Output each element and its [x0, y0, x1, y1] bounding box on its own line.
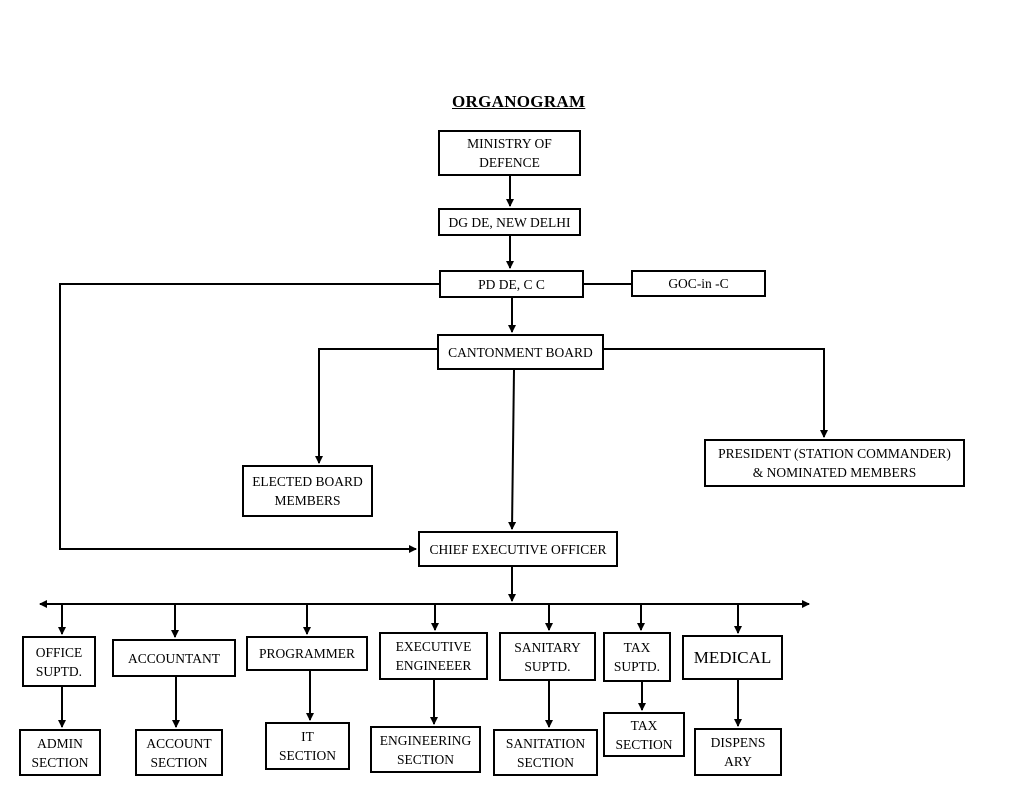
- node-office-suptd: OFFICE SUPTD.: [22, 636, 96, 687]
- arrow-pdde-ceo: [59, 283, 439, 553]
- node-programmer: PROGRAMMER: [246, 636, 368, 671]
- node-label: SANITATION SECTION: [505, 735, 586, 770]
- node-cantonment-board: CANTONMENT BOARD: [437, 334, 604, 370]
- node-label: ENGINEERING SECTION: [379, 732, 472, 767]
- node-label: OFFICE SUPTD.: [35, 644, 83, 679]
- node-admin-section: ADMIN SECTION: [19, 729, 101, 776]
- node-dispensary: DISPENS ARY: [694, 728, 782, 776]
- node-label: EXECUTIVE ENGINEEER: [395, 639, 472, 673]
- node-label: SANITARY SUPTD.: [514, 639, 581, 674]
- node-label: PROGRAMMER: [258, 646, 356, 661]
- node-president: PRESIDENT (STATION COMMANDER) & NOMINATE…: [704, 439, 965, 487]
- node-dg-de: DG DE, NEW DELHI: [438, 208, 581, 236]
- arrow-board-elected: [315, 348, 437, 464]
- node-label: PRESIDENT (STATION COMMANDER) & NOMINATE…: [718, 446, 951, 480]
- node-tax-section: TAX SECTION: [603, 712, 685, 757]
- node-label: DISPENS ARY: [710, 735, 766, 769]
- node-chief-executive-officer: CHIEF EXECUTIVE OFFICER: [418, 531, 618, 567]
- node-medical: MEDICAL: [682, 635, 783, 680]
- node-label: ELECTED BOARD MEMBERS: [252, 474, 363, 508]
- node-label: ACCOUNT SECTION: [146, 735, 212, 770]
- arrow-board-ceo: [508, 369, 517, 530]
- node-label: CANTONMENT BOARD: [448, 344, 593, 360]
- node-sanitary-suptd: SANITARY SUPTD.: [499, 632, 596, 681]
- node-it-section: IT SECTION: [265, 722, 350, 770]
- node-label: MINISTRY OF DEFENCE: [467, 136, 552, 170]
- node-label: ADMIN SECTION: [31, 735, 89, 770]
- node-tax-suptd: TAX SUPTD.: [603, 632, 671, 682]
- node-label: MEDICAL: [693, 648, 772, 667]
- node-executive-engineer: EXECUTIVE ENGINEEER: [379, 632, 488, 680]
- node-label: CHIEF EXECUTIVE OFFICER: [429, 541, 607, 557]
- node-label: ACCOUNTANT: [128, 650, 220, 666]
- node-goc: GOC-in -C: [631, 270, 766, 297]
- node-ministry-of-defence: MINISTRY OF DEFENCE: [438, 130, 581, 176]
- node-label: TAX SECTION: [615, 717, 673, 752]
- node-accountant: ACCOUNTANT: [112, 639, 236, 677]
- node-account-section: ACCOUNT SECTION: [135, 729, 223, 776]
- node-elected-board-members: ELECTED BOARD MEMBERS: [242, 465, 373, 517]
- chart-title: ORGANOGRAM: [452, 92, 586, 111]
- node-sanitation-section: SANITATION SECTION: [493, 729, 598, 776]
- node-label: DG DE, NEW DELHI: [448, 214, 571, 230]
- node-label: IT SECTION: [279, 729, 336, 763]
- node-label: GOC-in -C: [668, 276, 729, 291]
- node-engineering-section: ENGINEERING SECTION: [370, 726, 481, 773]
- node-pd-de: PD DE, C C: [439, 270, 584, 298]
- arrow-board-president: [604, 348, 828, 438]
- node-label: PD DE, C C: [478, 276, 545, 292]
- node-label: TAX SUPTD.: [613, 640, 661, 674]
